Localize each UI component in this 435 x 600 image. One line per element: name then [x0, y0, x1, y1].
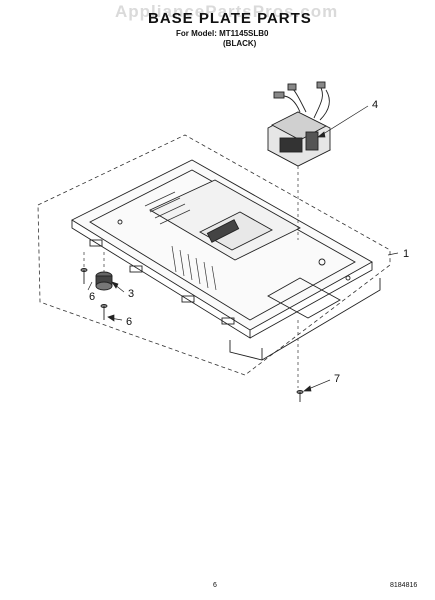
- callout-3: 3: [128, 288, 134, 300]
- watermark: AppliancePartsPros.com: [115, 2, 339, 21]
- callout-6-upper: 6: [89, 291, 95, 303]
- footer-page-number: 6: [213, 582, 217, 589]
- assembly-lines: [83, 166, 299, 388]
- screw-lower: [100, 304, 108, 320]
- leader-lines: [87, 105, 399, 392]
- footer-document-number: 8184816: [390, 582, 418, 589]
- foot-part: [95, 271, 113, 291]
- model-line: For Model: MT1145SLB0: [176, 29, 269, 38]
- dashed-boundary: [37, 134, 391, 376]
- callout-6-lower: 6: [126, 316, 132, 328]
- transformer: [267, 81, 331, 167]
- screw-part-7: [296, 390, 304, 402]
- callout-1: 1: [403, 248, 409, 260]
- callout-4: 4: [372, 99, 378, 111]
- variant-label: (BLACK): [223, 39, 257, 48]
- base-plate: [71, 159, 381, 361]
- callout-7: 7: [334, 373, 340, 385]
- screw-upper: [80, 268, 88, 284]
- page-title: BASE PLATE PARTS: [148, 10, 312, 27]
